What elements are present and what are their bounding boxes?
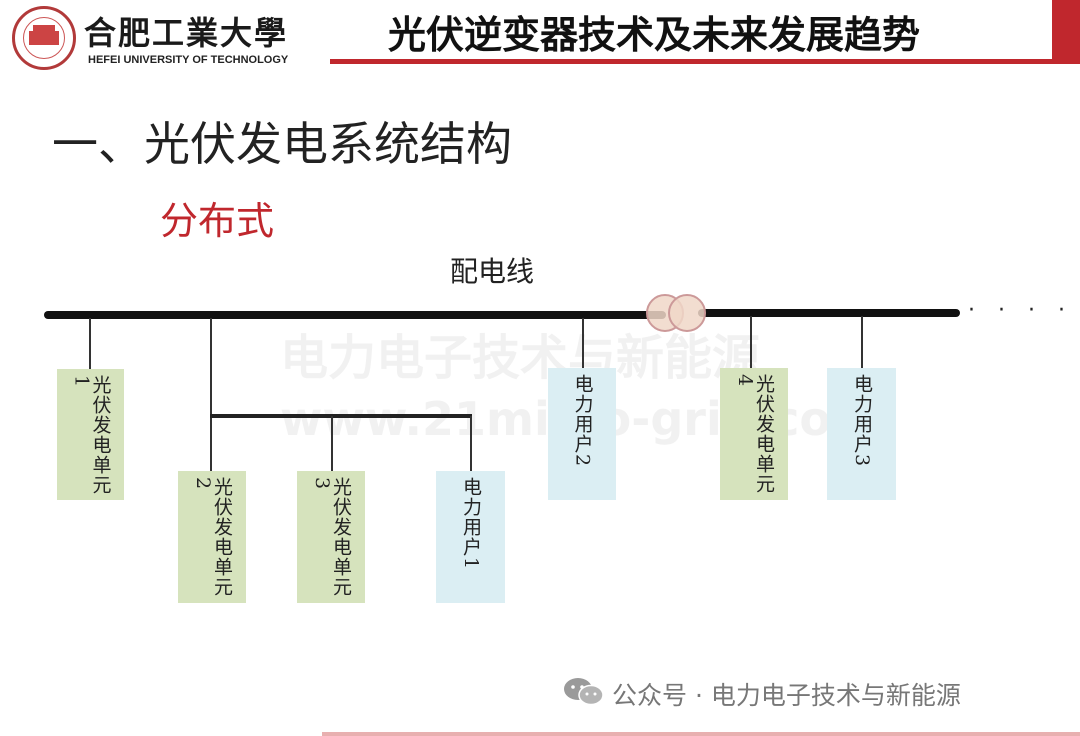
distribution-bus-left bbox=[44, 311, 666, 319]
connector-unit3 bbox=[331, 416, 333, 472]
pv-unit-label: 光伏发电单元4 bbox=[734, 374, 775, 494]
footer-account-name: 公众号 · 电力电子技术与新能源 bbox=[612, 681, 961, 710]
header-divider bbox=[330, 59, 1080, 64]
pv-unit-label: 光伏发电单元1 bbox=[70, 375, 112, 495]
feeder-branch bbox=[210, 414, 472, 418]
watermark-text: 电力电子技术与新能源 bbox=[280, 330, 761, 386]
distribution-line-label: 配电线 bbox=[450, 255, 535, 288]
footer-divider bbox=[322, 732, 1080, 736]
pv-unit-1: 光伏发电单元1 bbox=[57, 369, 124, 500]
power-user-label: 电力用户2 bbox=[571, 374, 594, 468]
connector-unit4 bbox=[750, 316, 752, 368]
connector-user2 bbox=[582, 318, 584, 368]
school-name: 合肥工業大學 bbox=[84, 14, 289, 52]
transformer-icon bbox=[646, 294, 708, 334]
connector-unit1 bbox=[89, 318, 91, 370]
header-corner-accent bbox=[1052, 0, 1080, 60]
pv-unit-label: 光伏发电单元3 bbox=[311, 477, 352, 597]
school-name-english: HEFEI UNIVERSITY OF TECHNOLOGY bbox=[88, 54, 289, 66]
university-logo bbox=[12, 6, 76, 70]
power-user-3: 电力用户3 bbox=[827, 368, 896, 500]
continuation-dots: · · · · bbox=[968, 298, 1073, 323]
pv-unit-3: 光伏发电单元3 bbox=[297, 471, 365, 603]
connector-unit2 bbox=[210, 318, 212, 472]
connector-user3 bbox=[861, 316, 863, 368]
power-user-2: 电力用户2 bbox=[548, 368, 616, 500]
wechat-icon bbox=[562, 676, 606, 708]
distribution-bus-right bbox=[698, 309, 960, 317]
section-heading: 一、光伏发电系统结构 bbox=[52, 117, 512, 171]
pv-unit-2: 光伏发电单元2 bbox=[178, 471, 246, 603]
sub-heading: 分布式 bbox=[160, 199, 275, 243]
power-user-label: 电力用户3 bbox=[851, 374, 873, 468]
power-user-label: 电力用户1 bbox=[460, 477, 482, 571]
power-user-1: 电力用户1 bbox=[436, 471, 505, 603]
slide-title: 光伏逆变器技术及未来发展趋势 bbox=[388, 12, 921, 57]
pv-unit-label: 光伏发电单元2 bbox=[192, 477, 233, 597]
connector-user1 bbox=[470, 416, 472, 472]
pv-unit-4: 光伏发电单元4 bbox=[720, 368, 788, 500]
